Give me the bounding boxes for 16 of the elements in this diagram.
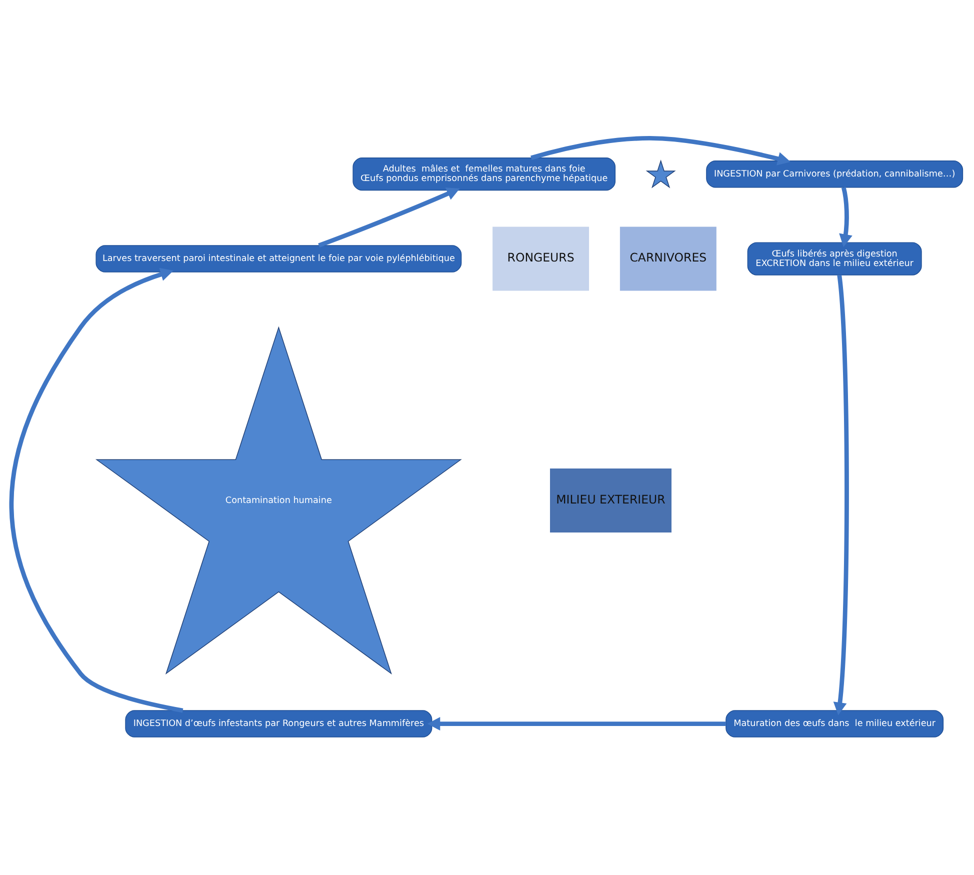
arrow (833, 274, 849, 716)
node-star (646, 160, 676, 188)
node-box: Œufs libérés après digestion EXCRETION dans le milieu extérieur (747, 242, 922, 276)
node-box: RONGEURS (492, 226, 590, 291)
node-box: Adultes mâles et femelles matures dans foie Œufs pondus emprisonnés dans parenchyme hépatique (352, 158, 616, 191)
node-box: Maturation des œufs dans le milieu extérieur (726, 710, 944, 738)
arrow (427, 717, 726, 731)
node-box: Larves traversent paroi intestinale et atteignent le foie par voie pyléphlébitique (96, 245, 462, 272)
arrow (318, 187, 460, 248)
node-box: CARNIVORES (620, 226, 716, 291)
node-box: MILIEU EXTERIEUR (550, 468, 672, 532)
arrow (9, 268, 184, 713)
node-box: INGESTION par Carnivores (prédation, cannibalisme…) (706, 160, 964, 188)
arrow (530, 136, 791, 166)
node-box: INGESTION d’œufs infestants par Rongeurs et autres Mammifères (125, 710, 432, 738)
arrow (839, 186, 852, 248)
